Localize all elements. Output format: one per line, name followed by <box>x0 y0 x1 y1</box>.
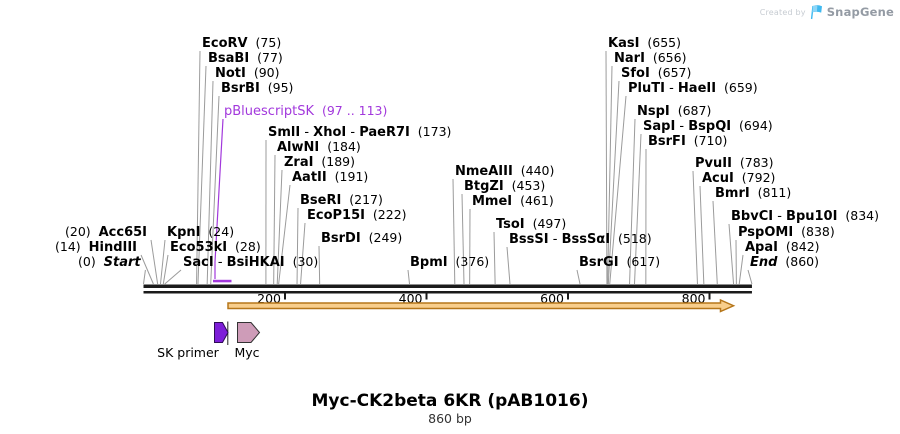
leader-line <box>278 184 291 285</box>
leader-line <box>150 239 159 285</box>
enzyme-site-label: SacI - BsiHKAI (30) <box>183 254 318 270</box>
leader-line <box>143 269 146 285</box>
sk-primer-label: SK primer <box>157 345 220 360</box>
leader-line <box>699 185 705 285</box>
enzyme-site-label: AlwNI (184) <box>277 139 361 155</box>
leader-line <box>629 118 636 285</box>
enzyme-site-label: BsrDI (249) <box>321 230 402 246</box>
enzyme-site-label: TsoI (497) <box>496 216 566 232</box>
leader-line <box>162 254 169 285</box>
snapgene-branding: Created by SnapGene <box>760 4 894 20</box>
leader-line <box>300 222 306 285</box>
enzyme-site-label: NspI (687) <box>637 103 711 119</box>
leader-line <box>692 170 698 285</box>
primer-leader-line <box>214 118 224 279</box>
enzyme-site-label: AcuI (792) <box>702 170 775 186</box>
sequence-bar <box>143 284 752 288</box>
enzyme-site-label: Eco53kI (28) <box>170 239 261 255</box>
enzyme-site-label: (14) HindIII <box>55 239 137 255</box>
leader-line <box>296 207 299 285</box>
leader-line <box>605 50 608 285</box>
enzyme-site-label: BsrBI (95) <box>221 80 293 96</box>
enzyme-site-label: AatII (191) <box>292 169 368 185</box>
site-labels: EcoRV (75)BsaBI (77)NotI (90)BsrBI (95) S… <box>55 35 879 360</box>
enzyme-site-label: (20) Acc65I <box>65 224 147 240</box>
enzyme-site-label: NarI (656) <box>614 50 686 66</box>
leader-line <box>738 254 744 285</box>
sequence-length: 860 bp <box>428 411 472 426</box>
leader-line <box>712 200 718 285</box>
leader-line <box>747 269 753 285</box>
primer-region-bar <box>213 279 232 283</box>
enzyme-site-label: NmeAIII (440) <box>455 163 554 179</box>
leader-line <box>276 169 283 285</box>
leader-line <box>576 269 581 285</box>
snapgene-flag-icon <box>810 5 822 20</box>
primer-region-label: pBluescriptSK (97 .. 113) <box>224 103 387 119</box>
enzyme-site-label: BtgZI (453) <box>464 178 545 194</box>
enzyme-site-label: BpmI (376) <box>410 254 489 270</box>
enzyme-site-label: PluTI - HaeII (659) <box>628 80 758 96</box>
enzyme-site-label: MmeI (461) <box>472 193 554 209</box>
orf-arrow <box>227 298 736 313</box>
enzyme-site-label: KpnI (24) <box>167 224 234 240</box>
leader-line <box>609 95 627 285</box>
leader-line <box>206 80 214 285</box>
leader-line <box>164 269 182 285</box>
enzyme-site-label: SmlI - XhoI - PaeR7I (173) <box>268 124 451 140</box>
features <box>213 279 736 345</box>
leader-line <box>407 269 411 285</box>
enzyme-site-label: NotI (90) <box>215 65 279 81</box>
enzyme-site-label: PvuII (783) <box>695 155 774 171</box>
enzyme-site-label: BbvCI - Bpu10I (834) <box>731 208 879 224</box>
leader-line <box>493 231 496 285</box>
leader-line <box>210 95 220 285</box>
leader-line <box>506 246 511 285</box>
enzyme-site-label: EcoRV (75) <box>202 35 281 51</box>
enzyme-site-label: SfoI (657) <box>621 65 691 81</box>
leader-line <box>461 193 465 285</box>
snapgene-wordmark: SnapGene <box>826 5 894 19</box>
enzyme-site-label: BsaBI (77) <box>208 50 283 66</box>
enzyme-site-label: ZraI (189) <box>284 154 355 170</box>
leader-line <box>607 80 620 285</box>
enzyme-site-label: PspOMI (838) <box>738 224 835 240</box>
enzyme-site-label: BsrFI (710) <box>648 133 727 149</box>
leader-line <box>452 178 456 285</box>
myc-label: Myc <box>234 345 259 360</box>
enzyme-site-label: EcoP15I (222) <box>307 207 407 223</box>
leader-line <box>607 65 613 285</box>
enzyme-site-label: BssSI - BssSαI (518) <box>509 231 652 247</box>
enzyme-site-label: (0) Start <box>78 254 141 270</box>
enzyme-site-label: BseRI (217) <box>300 192 383 208</box>
ruler-line <box>143 291 752 294</box>
leader-line <box>273 154 276 285</box>
leader-line <box>196 50 201 285</box>
leader-lines <box>140 50 753 285</box>
enzyme-site-label: BsrGI (617) <box>579 254 660 270</box>
sequence-title: Myc-CK2beta 6KR (pAB1016) <box>311 391 589 411</box>
enzyme-site-label: KasI (655) <box>608 35 681 51</box>
leader-line <box>318 245 321 285</box>
leader-line <box>159 239 166 285</box>
leader-line <box>140 254 154 285</box>
myc-arrow <box>237 322 261 343</box>
enzyme-site-label: End (860) <box>750 254 819 270</box>
leader-line <box>634 133 642 285</box>
enzyme-site-label: BmrI (811) <box>715 185 791 201</box>
sk-primer-arrow <box>214 322 229 343</box>
enzyme-site-label: ApaI (842) <box>745 239 820 255</box>
leader-line <box>728 223 735 285</box>
enzyme-site-label: SapI - BspQI (694) <box>643 118 773 134</box>
created-by-text: Created by <box>759 7 806 17</box>
leader-line <box>197 65 207 285</box>
